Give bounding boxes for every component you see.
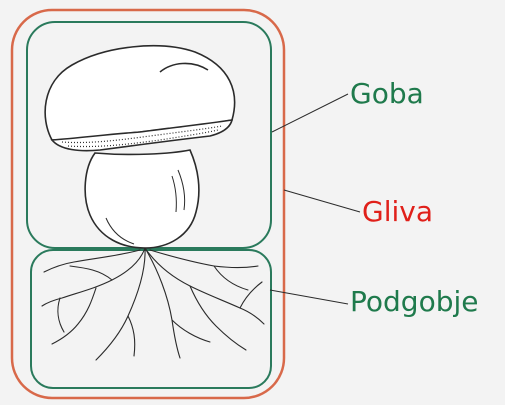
mushroom-stem xyxy=(85,150,199,248)
mycelium-label: Podgobje xyxy=(350,288,478,316)
cap-label: Goba xyxy=(350,80,424,108)
fungus-label: Gliva xyxy=(362,198,433,226)
